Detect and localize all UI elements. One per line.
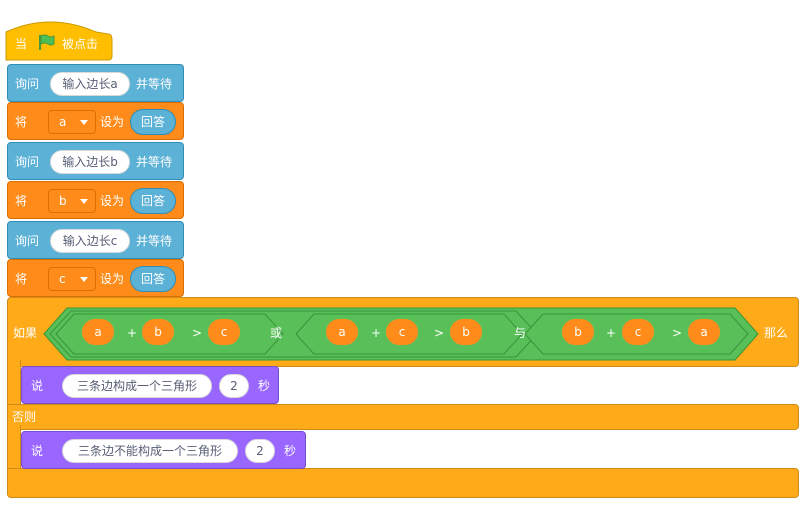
ask-question-input[interactable]: 输入边长b xyxy=(50,150,130,174)
variable-reporter-b[interactable]: b xyxy=(450,319,482,345)
else-bar xyxy=(7,404,799,430)
if-arm-2 xyxy=(7,425,21,470)
variable-reporter-c[interactable]: c xyxy=(622,319,654,345)
set-variable-block-b[interactable]: 将 b 设为 回答 xyxy=(7,181,184,219)
set-to-label: 设为 xyxy=(100,272,125,286)
set-label: 将 xyxy=(15,194,28,208)
variable-dropdown-b[interactable]: b xyxy=(48,189,96,213)
dropdown-arrow-icon xyxy=(80,277,88,282)
say-label: 说 xyxy=(31,379,44,393)
greater-than-operator: > xyxy=(434,326,445,340)
ask-wait-label: 并等待 xyxy=(136,155,173,169)
say-for-secs-block-1[interactable]: 说 三条边构成一个三角形 2 秒 xyxy=(21,366,279,404)
variable-name: a xyxy=(59,115,67,129)
dropdown-arrow-icon xyxy=(80,199,88,204)
plus-operator: + xyxy=(127,326,138,340)
answer-reporter[interactable]: 回答 xyxy=(130,188,176,214)
ask-label: 询问 xyxy=(15,77,40,91)
ask-label: 询问 xyxy=(15,234,40,248)
variable-dropdown-c[interactable]: c xyxy=(48,267,96,291)
hat-shape xyxy=(5,21,113,61)
if-footer xyxy=(7,468,799,498)
seconds-unit-label: 秒 xyxy=(284,444,297,458)
variable-reporter-a[interactable]: a xyxy=(688,319,720,345)
plus-operator: + xyxy=(371,326,382,340)
answer-reporter[interactable]: 回答 xyxy=(130,109,176,135)
then-label: 那么 xyxy=(764,326,789,340)
hat-clicked-label: 被点击 xyxy=(62,37,99,51)
set-label: 将 xyxy=(15,115,28,129)
ask-wait-label: 并等待 xyxy=(136,234,173,248)
variable-name: c xyxy=(59,272,66,286)
greater-than-operator: > xyxy=(192,326,203,340)
ask-question-input[interactable]: 输入边长c xyxy=(50,229,130,253)
if-arm-1 xyxy=(7,360,21,405)
and-label: 与 xyxy=(514,326,527,340)
dropdown-arrow-icon xyxy=(80,120,88,125)
plus-operator: + xyxy=(606,326,617,340)
variable-reporter-c[interactable]: c xyxy=(208,319,240,345)
variable-reporter-a[interactable]: a xyxy=(82,319,114,345)
set-variable-block-c[interactable]: 将 c 设为 回答 xyxy=(7,259,184,297)
set-to-label: 设为 xyxy=(100,194,125,208)
say-seconds-input[interactable]: 2 xyxy=(219,374,249,398)
say-seconds-input[interactable]: 2 xyxy=(245,439,275,463)
say-for-secs-block-2[interactable]: 说 三条边不能构成一个三角形 2 秒 xyxy=(21,431,306,469)
else-label: 否则 xyxy=(12,410,37,424)
say-label: 说 xyxy=(31,444,44,458)
ask-and-wait-block-a[interactable]: 询问 输入边长a 并等待 xyxy=(7,64,184,102)
ask-question-input[interactable]: 输入边长a xyxy=(50,72,130,96)
set-variable-block-a[interactable]: 将 a 设为 回答 xyxy=(7,102,184,140)
seconds-unit-label: 秒 xyxy=(258,379,271,393)
ask-and-wait-block-b[interactable]: 询问 输入边长b 并等待 xyxy=(7,142,184,180)
answer-reporter[interactable]: 回答 xyxy=(130,266,176,292)
say-message-input[interactable]: 三条边不能构成一个三角形 xyxy=(62,439,238,463)
ask-label: 询问 xyxy=(15,155,40,169)
green-flag-icon xyxy=(39,34,55,50)
set-to-label: 设为 xyxy=(100,115,125,129)
set-label: 将 xyxy=(15,272,28,286)
or-label: 或 xyxy=(270,326,283,340)
variable-reporter-a[interactable]: a xyxy=(326,319,358,345)
variable-reporter-b[interactable]: b xyxy=(562,319,594,345)
ask-and-wait-block-c[interactable]: 询问 输入边长c 并等待 xyxy=(7,221,184,259)
ask-wait-label: 并等待 xyxy=(136,77,173,91)
greater-than-operator: > xyxy=(672,326,683,340)
say-message-input[interactable]: 三条边构成一个三角形 xyxy=(62,374,212,398)
if-label: 如果 xyxy=(13,326,38,340)
variable-reporter-c[interactable]: c xyxy=(386,319,418,345)
variable-name: b xyxy=(59,194,67,208)
hat-when-label: 当 xyxy=(15,37,28,51)
variable-dropdown-a[interactable]: a xyxy=(48,110,96,134)
variable-reporter-b[interactable]: b xyxy=(142,319,174,345)
